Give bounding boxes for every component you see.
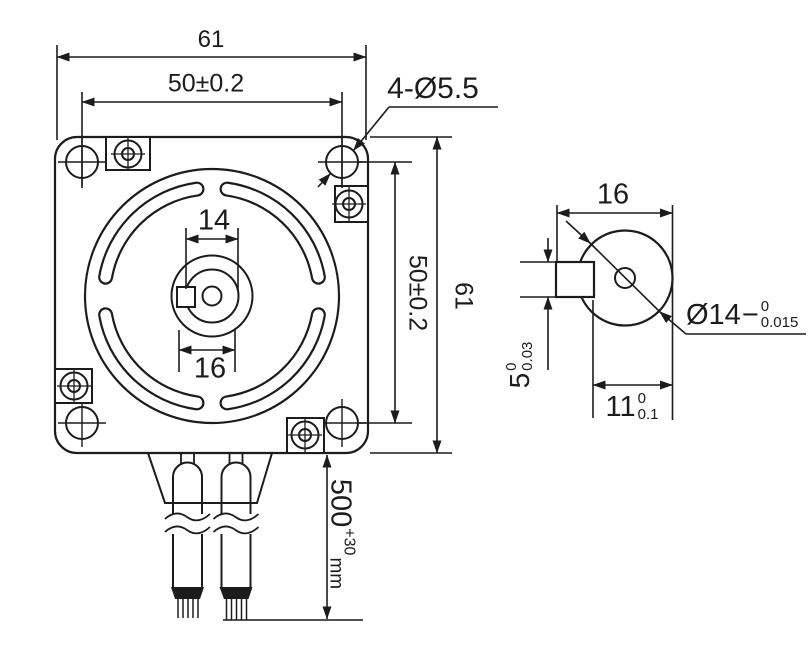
- cable-length-tolerance: +30: [341, 528, 358, 556]
- flat-height-tol-upper: 0: [502, 362, 520, 371]
- flat-height-tol-lower: 0.03: [519, 341, 536, 371]
- cover-screws: [54, 136, 369, 454]
- shaft-dimension-lines: [520, 205, 674, 420]
- cable-length-nominal: 500: [324, 478, 357, 528]
- dim-shaft-diameter: Ø14 − 0 0.015: [686, 297, 799, 331]
- shaft-diameter-tol-upper: 0: [760, 297, 770, 315]
- face-slot-arcs: [98, 181, 326, 411]
- shaft-end-view: [520, 205, 806, 420]
- flat-width-tol-lower: 0.1: [637, 406, 659, 423]
- dim-hole-spacing-horizontal: 50±0.2: [167, 69, 245, 98]
- flat-height-nominal: 5: [504, 372, 535, 389]
- dim-cable-length: 500 +30 mm: [324, 478, 359, 590]
- dim-width-overall: 61: [197, 26, 225, 53]
- dim-height-overall: 61: [449, 282, 478, 310]
- cable-length-unit: mm: [325, 557, 347, 590]
- dim-flat-height: 5 0 0.03: [502, 341, 536, 389]
- shaft-diameter-sign: −: [741, 298, 759, 331]
- dim-mounting-holes: 4-Ø5.5: [387, 72, 479, 105]
- flat-width-nominal: 11: [605, 390, 636, 423]
- cable-ends: [171, 587, 253, 599]
- dim-boss-width: 16: [596, 178, 630, 211]
- cable-exit: [147, 452, 273, 620]
- shaft-hub: [170, 254, 254, 338]
- motor-body-outline: [53, 135, 370, 455]
- dim-hole-spacing-vertical: 50±0.2: [403, 254, 432, 332]
- dim-flat-width: 11 0 0.1: [605, 389, 659, 423]
- dim-shaft-flat: 14: [197, 204, 231, 237]
- front-dimension-lines: [56, 45, 498, 621]
- cable-break-waves: [164, 512, 260, 535]
- dim-shaft-boss: 16: [193, 352, 227, 385]
- shaft-diameter-tol-lower: 0.015: [760, 314, 799, 331]
- shaft-diameter-nominal: Ø14: [686, 298, 741, 331]
- flat-width-tol-upper: 0: [637, 389, 646, 407]
